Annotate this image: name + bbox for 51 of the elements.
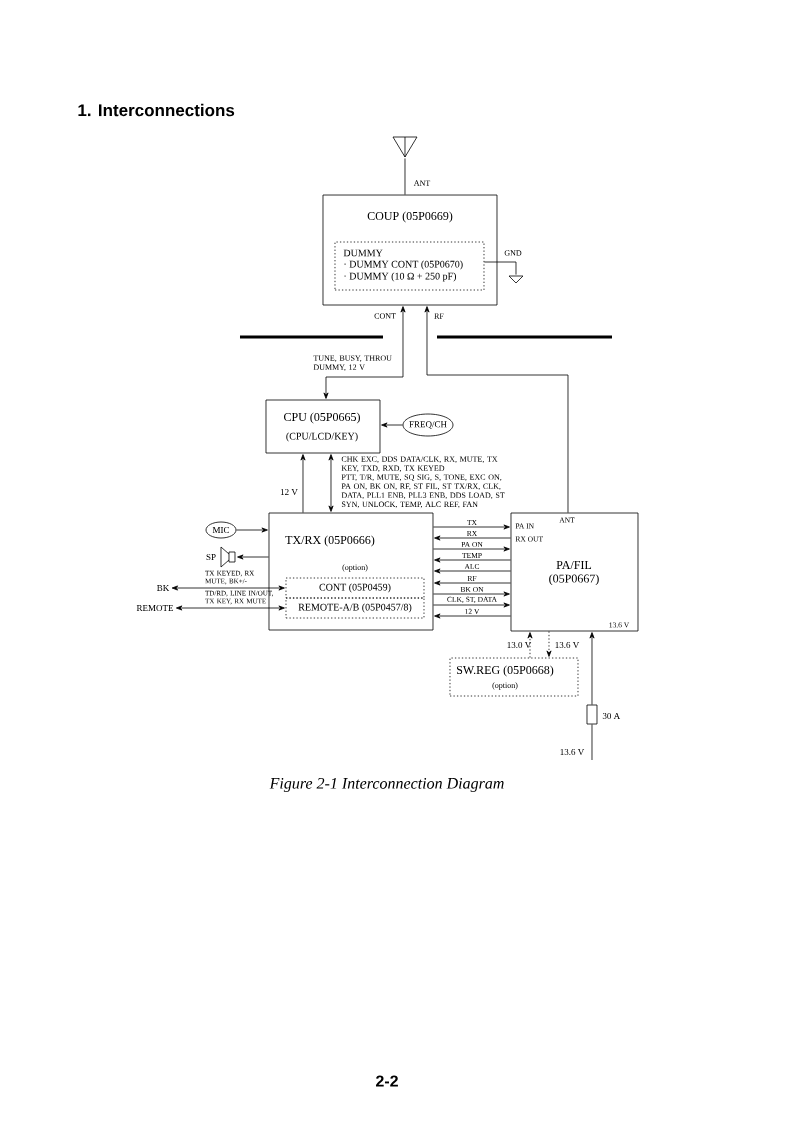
dotted-box: CONT (05P0459) — [285, 577, 425, 599]
arrow — [433, 602, 510, 608]
arrow — [237, 554, 269, 560]
arrow — [434, 557, 511, 563]
arrow — [171, 585, 285, 591]
edge-label: 12 V — [280, 488, 298, 496]
arrow — [175, 605, 285, 611]
arrow — [433, 546, 510, 552]
terminal-label: BK — [157, 585, 170, 591]
figure-caption: Figure 2-1 Interconnection Diagram — [269, 778, 504, 792]
arrow — [236, 527, 268, 533]
arrow — [434, 580, 511, 586]
arrow — [434, 568, 511, 574]
connector-line — [484, 261, 517, 275]
edge-label: 13.0 V — [507, 641, 532, 649]
edge-label: ANT — [413, 180, 431, 186]
arrow — [323, 306, 406, 399]
antenna-symbol — [392, 136, 418, 158]
edge-label: RF — [434, 313, 444, 319]
arrow — [433, 524, 510, 530]
arrow — [424, 306, 569, 513]
heading: 1. Interconnections — [78, 103, 235, 117]
connector-line — [404, 158, 406, 195]
ground-symbol — [508, 275, 524, 284]
arrow — [589, 632, 595, 705]
arrow — [434, 535, 511, 541]
signal-list: TUNE, BUSY, THROU DUMMY, 12 V — [313, 355, 392, 371]
arrow — [527, 632, 533, 658]
arrow — [300, 454, 306, 513]
dotted-box: REMOTE-A/B (05P0457/8) — [285, 597, 425, 619]
edge-label: CONT — [374, 313, 396, 319]
dotted-box: DUMMY · DUMMY CONT (05P0670) · DUMMY (10 Ω + 250 pF) — [334, 241, 485, 291]
edge-label: 13.6 V — [560, 748, 585, 756]
oval-node: MIC — [205, 521, 237, 539]
edge-label: GND — [504, 250, 522, 256]
page-number: 2-2 — [376, 1075, 398, 1087]
oval-node: FREQ/CH — [402, 413, 454, 437]
terminal-label: REMOTE — [136, 605, 174, 612]
arrow — [328, 454, 334, 512]
edge-label: 13.6 V — [555, 641, 580, 649]
arrow — [434, 613, 511, 619]
signal-list: PTT, T/R, MUTE, SQ SIG, S, TONE, EXC ON, PA ON, BK ON, RF, ST FIL, ST TX/RX, CLK, DATA, PLL1 ENB, PLL3 ENB, DDS LOAD, ST SYN, UNLOCK, TEMP, ALC REF, FAN — [341, 474, 505, 509]
dotted-box: SW.REG (05P0668) (option) — [449, 657, 579, 697]
beside-label: SP — [206, 554, 216, 561]
arrow — [381, 422, 403, 428]
arrow — [546, 631, 552, 657]
circuit-box: CPU (05P0665) (CPU/LCD/KEY) — [265, 399, 381, 454]
signal-list: CHK EXC, DDS DATA/CLK, RX, MUTE, TX KEY, TXD, RXD, TX KEYED — [341, 456, 498, 472]
connector-line — [591, 724, 593, 761]
beside-label: 30 A — [602, 713, 621, 720]
arrow — [433, 591, 510, 597]
